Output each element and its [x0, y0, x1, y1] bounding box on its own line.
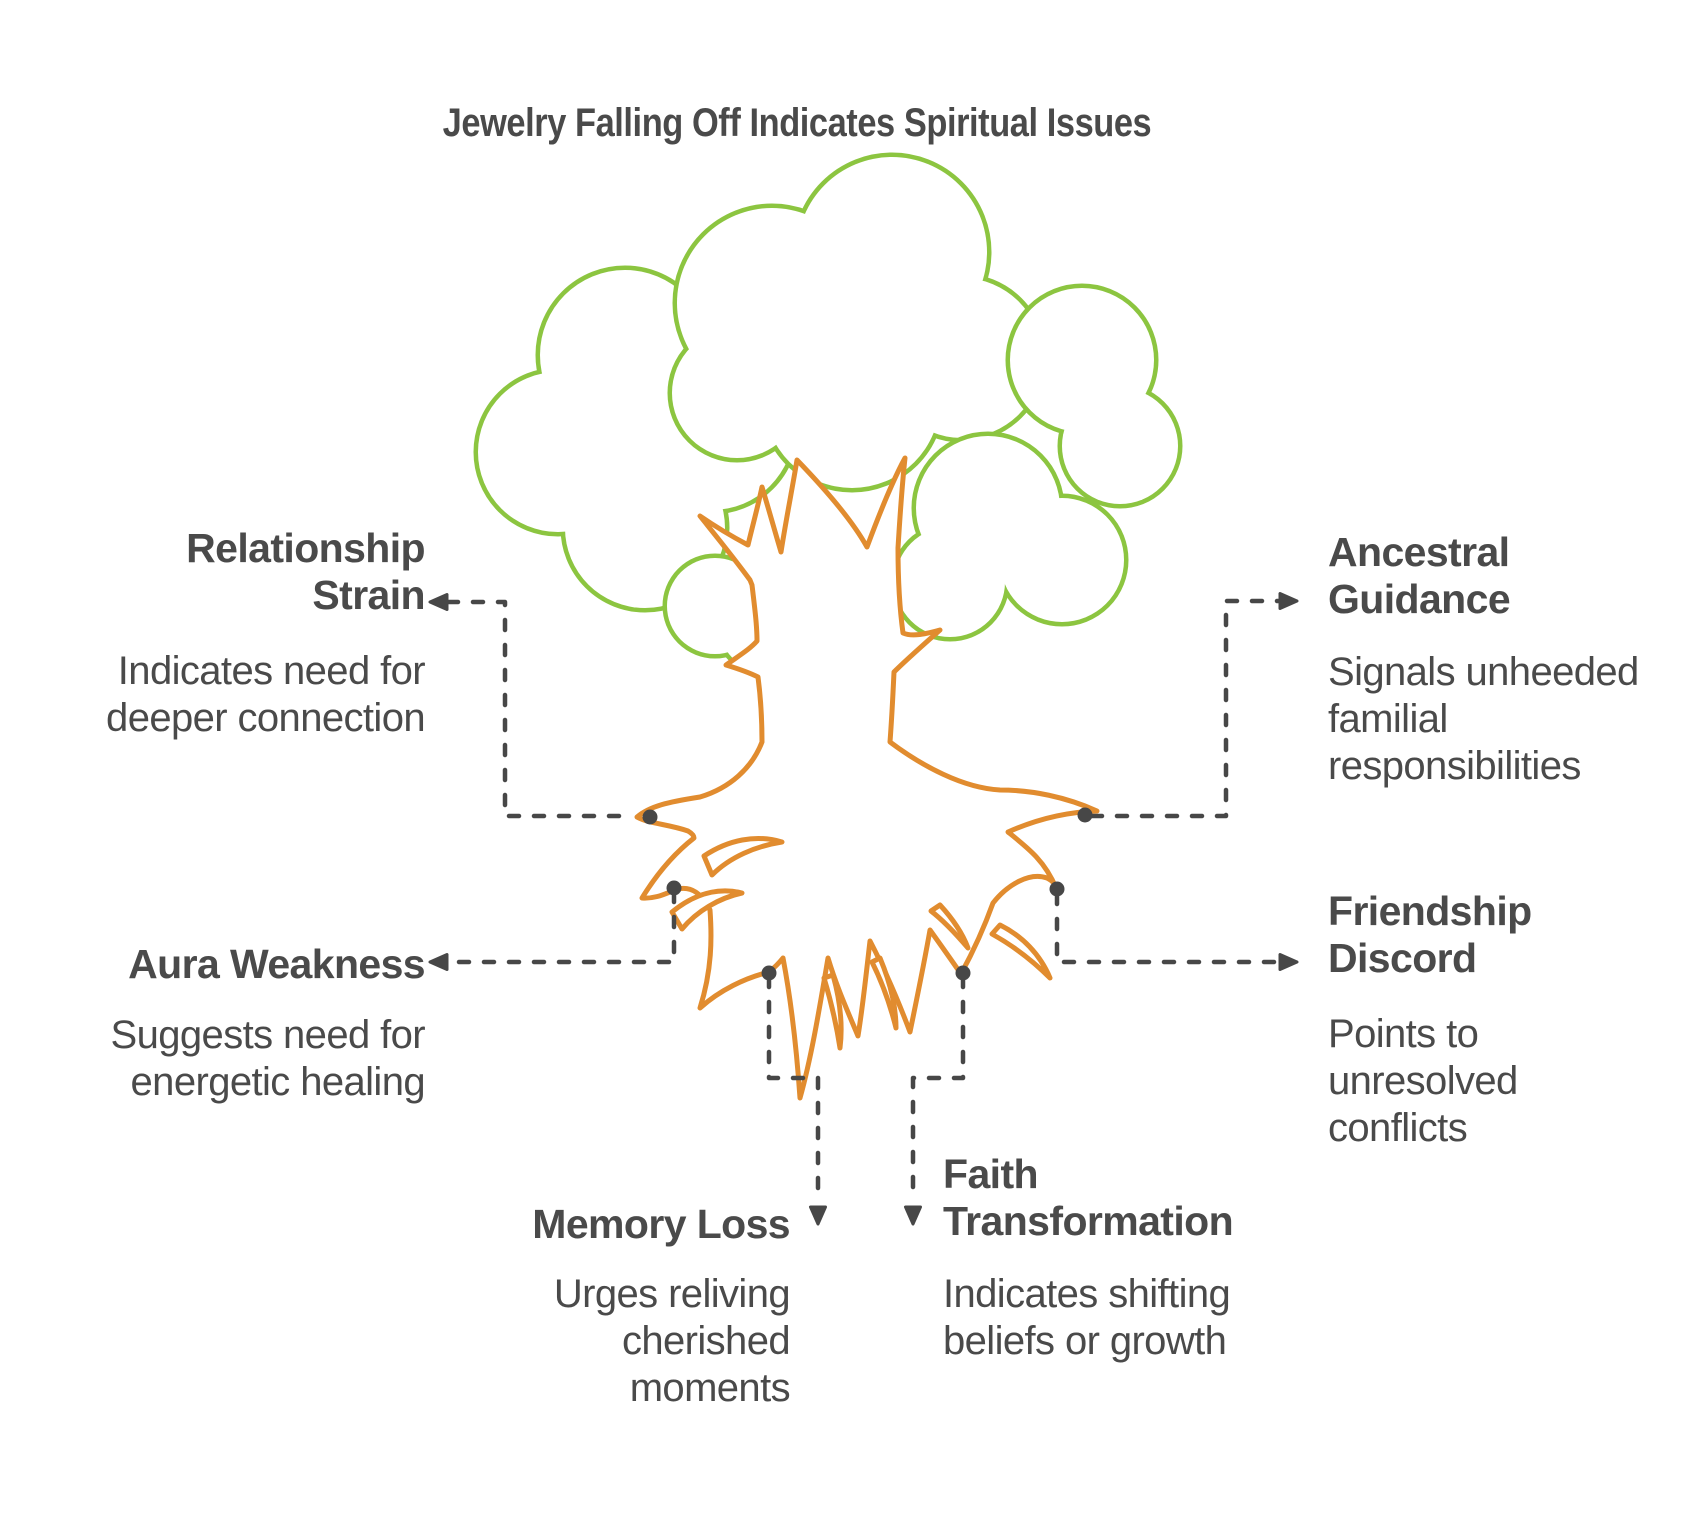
connector-dot	[1049, 881, 1065, 897]
connector-dot	[666, 880, 682, 896]
trunk-and-roots	[634, 455, 1100, 1101]
callout-faith-transformation-body: Indicates shifting beliefs or growth	[943, 1272, 1231, 1363]
callout-ancestral-guidance-body: Signals unheeded familial responsibiliti…	[1328, 650, 1639, 788]
root-tendrils	[669, 835, 1053, 1051]
connector-dot	[955, 965, 971, 981]
arrow-down-icon	[904, 1205, 922, 1226]
page-title: Jewelry Falling Off Indicates Spiritual …	[442, 101, 1152, 145]
callout-ancestral-guidance-heading: Ancestral Guidance	[1328, 529, 1511, 622]
connector-aura-weakness	[428, 880, 682, 971]
callout-aura-weakness-heading: Aura Weakness	[128, 941, 425, 987]
arrow-right-icon	[1278, 953, 1299, 971]
callout-relationship-strain-body: Indicates need for deeper connection	[106, 649, 426, 740]
arrow-right-icon	[1278, 592, 1299, 610]
callout-aura-weakness-body: Suggests need for energetic healing	[110, 1013, 426, 1104]
canopy-cloud-right	[890, 431, 1129, 642]
callout-memory-loss-body: Urges reliving cherished moments	[553, 1272, 791, 1410]
arrow-left-icon	[428, 953, 449, 971]
callout-faith-transformation-heading: Faith Transformation	[943, 1151, 1234, 1244]
arrow-down-icon	[809, 1205, 827, 1226]
callout-friendship-discord-body: Points to unresolved conflicts	[1328, 1012, 1518, 1150]
callout-memory-loss-heading: Memory Loss	[532, 1201, 790, 1247]
callout-friendship-discord-heading: Friendship Discord	[1328, 888, 1532, 981]
callout-relationship-strain-heading: Relationship Strain	[186, 525, 425, 618]
connector-dot	[642, 809, 658, 825]
connector-friendship-discord	[1049, 881, 1299, 971]
arrow-left-icon	[428, 593, 449, 611]
canopy-cloud-top	[667, 152, 1047, 493]
connector-dot	[1077, 807, 1093, 823]
connector-dot	[761, 965, 777, 981]
connector-relationship-strain	[428, 593, 658, 825]
canopy-cloud-far-right	[1005, 283, 1183, 509]
connector-ancestral-guidance	[1077, 592, 1299, 823]
connector-memory-loss	[761, 965, 827, 1226]
connector-faith-transformation	[904, 965, 971, 1226]
